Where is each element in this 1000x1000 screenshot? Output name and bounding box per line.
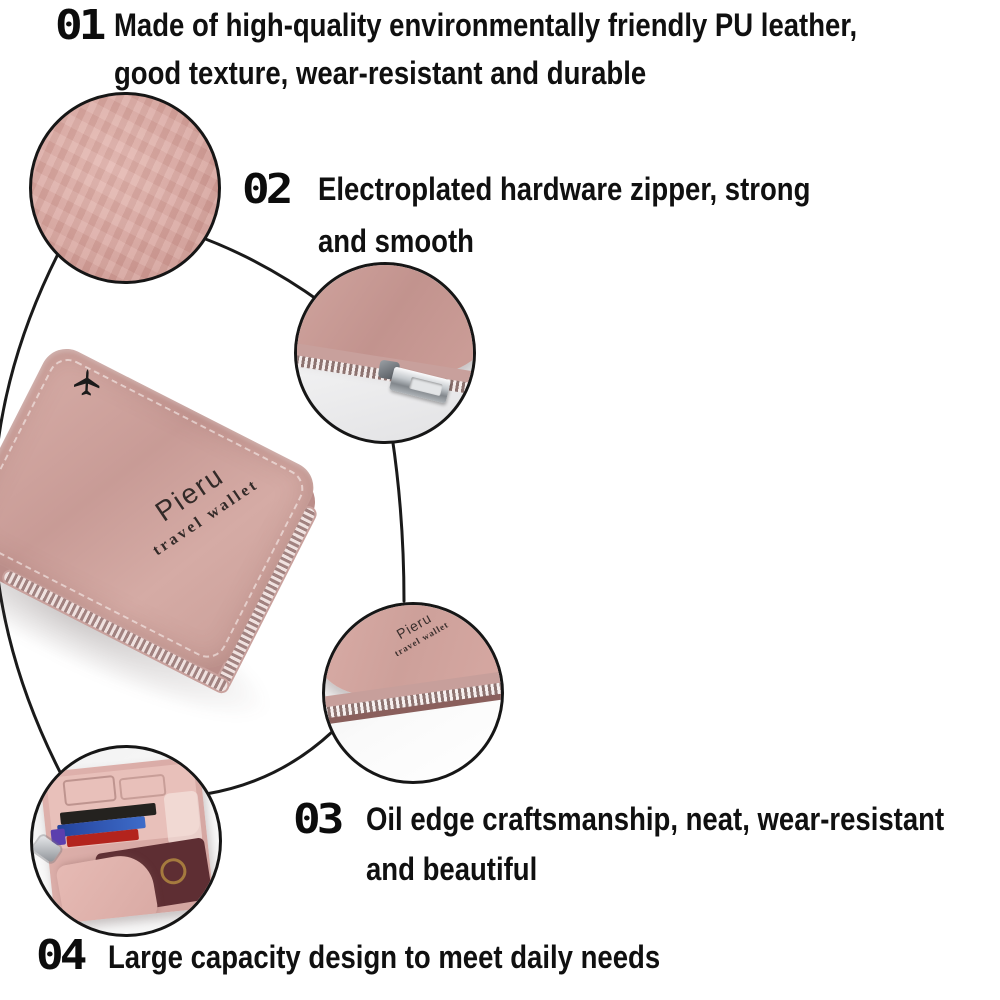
wallet-photo — [0, 340, 324, 756]
feature-number: 04 — [36, 930, 87, 979]
feature-text: Electroplated hardware zipper, strong — [318, 171, 811, 207]
passport-emblem — [158, 856, 189, 887]
card-slot — [62, 774, 117, 807]
callout-open-interior — [30, 745, 222, 937]
feature-text: and beautiful — [366, 851, 538, 887]
feature-text: Large capacity design to meet daily need… — [108, 939, 661, 975]
airplane-icon — [73, 369, 100, 396]
leather-texture — [32, 95, 218, 281]
zipper-pull-hole — [408, 376, 443, 397]
connector-corner-to-open — [204, 730, 334, 796]
callout-oil-edge: Pieru travel wallet — [322, 602, 504, 784]
callout-leather-texture — [29, 92, 221, 284]
callout-zipper-hardware — [294, 262, 476, 444]
wallet-front-face — [0, 340, 323, 677]
feature-text: and smooth — [318, 223, 474, 259]
feature-text: Made of high-quality environmentally fri… — [114, 7, 858, 43]
feature-text: good texture, wear-resistant and durable — [114, 55, 647, 91]
open-wallet-case — [39, 756, 215, 924]
feature-number: 02 — [242, 164, 293, 213]
connector-left-arc — [0, 252, 62, 774]
connector-zipper-to-corner — [390, 434, 406, 603]
feature-number: 01 — [55, 0, 106, 49]
feature-number: 03 — [293, 794, 344, 843]
feature-text: Oil edge craftsmanship, neat, wear-resis… — [366, 801, 945, 837]
